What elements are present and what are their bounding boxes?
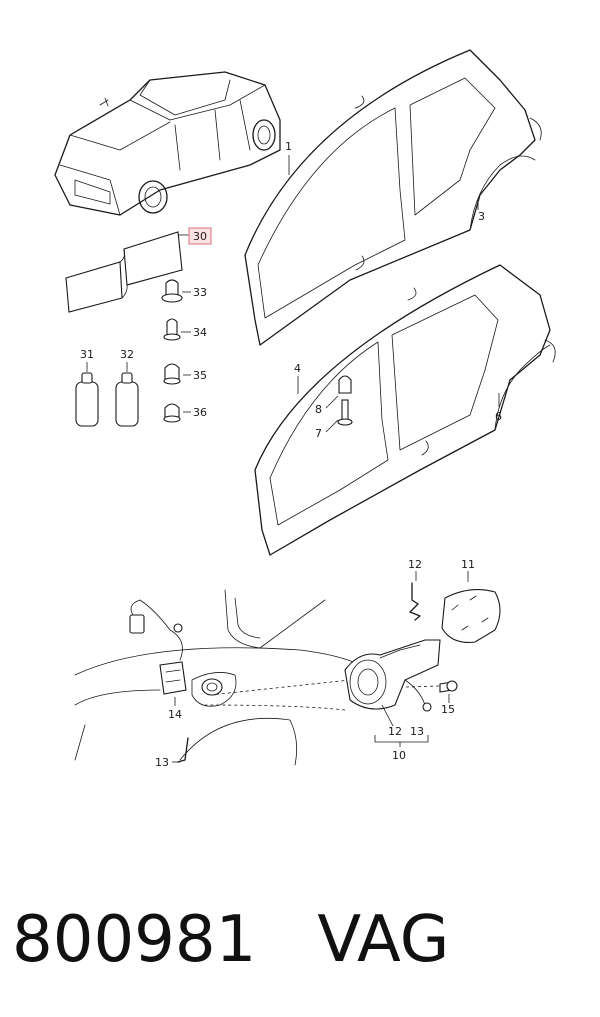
callout-13-left: 13	[155, 756, 169, 769]
part-number: 800981	[12, 903, 257, 977]
callout-11: 11	[461, 558, 475, 571]
callout-6: 6	[495, 410, 502, 423]
callout-4: 4	[294, 362, 301, 375]
callout-12-bottom: 12	[388, 725, 402, 738]
callout-32: 32	[120, 348, 134, 361]
side-panel-lower	[254, 264, 556, 556]
callout-7: 7	[315, 427, 322, 440]
spring-12	[409, 571, 421, 621]
clip-33-icon	[161, 279, 191, 303]
screw-15-icon	[439, 680, 458, 703]
callout-1: 1	[285, 140, 292, 153]
callout-3: 3	[478, 210, 485, 223]
foil-strip-part-30	[65, 227, 212, 313]
callout-labels: 1 3 4 6 8 7 30 33 34 35 36 31 32 12 11 1…	[80, 140, 502, 769]
callout-10: 10	[392, 749, 406, 762]
clip-34-icon	[163, 318, 191, 341]
actuator-14	[129, 599, 237, 707]
clip-36-icon	[163, 403, 191, 423]
callout-13-right: 13	[410, 725, 424, 738]
fuel-filler-area	[74, 589, 441, 766]
callout-30: 30	[193, 230, 207, 243]
callout-31: 31	[80, 348, 94, 361]
callout-8: 8	[315, 403, 322, 416]
parts-diagram: 1 3 4 6 8 7 30 33 34 35 36 31 32 12 11 1…	[54, 49, 556, 769]
callout-12-top: 12	[408, 558, 422, 571]
callout-15: 15	[441, 703, 455, 716]
callout-36: 36	[193, 406, 207, 419]
fuel-cap-11	[441, 571, 501, 643]
bottle-31-icon	[75, 362, 99, 427]
callout-33: 33	[193, 286, 207, 299]
clip-35-icon	[163, 363, 191, 385]
brand-label: VAG	[317, 903, 450, 977]
callout-35: 35	[193, 369, 207, 382]
fuel-filler-housing-10	[344, 639, 441, 747]
part-caption: 800981 VAG	[12, 885, 592, 995]
highlight-callout-box	[188, 227, 212, 245]
car-overview-illustration	[54, 71, 281, 216]
callout-34: 34	[193, 326, 207, 339]
callout-14: 14	[168, 708, 182, 721]
bottle-32-icon	[115, 362, 139, 427]
bolt-7-icon	[325, 399, 353, 433]
bolt-8-icon	[325, 375, 352, 409]
side-panel-upper	[244, 49, 542, 346]
drain-hose-13	[172, 737, 189, 763]
